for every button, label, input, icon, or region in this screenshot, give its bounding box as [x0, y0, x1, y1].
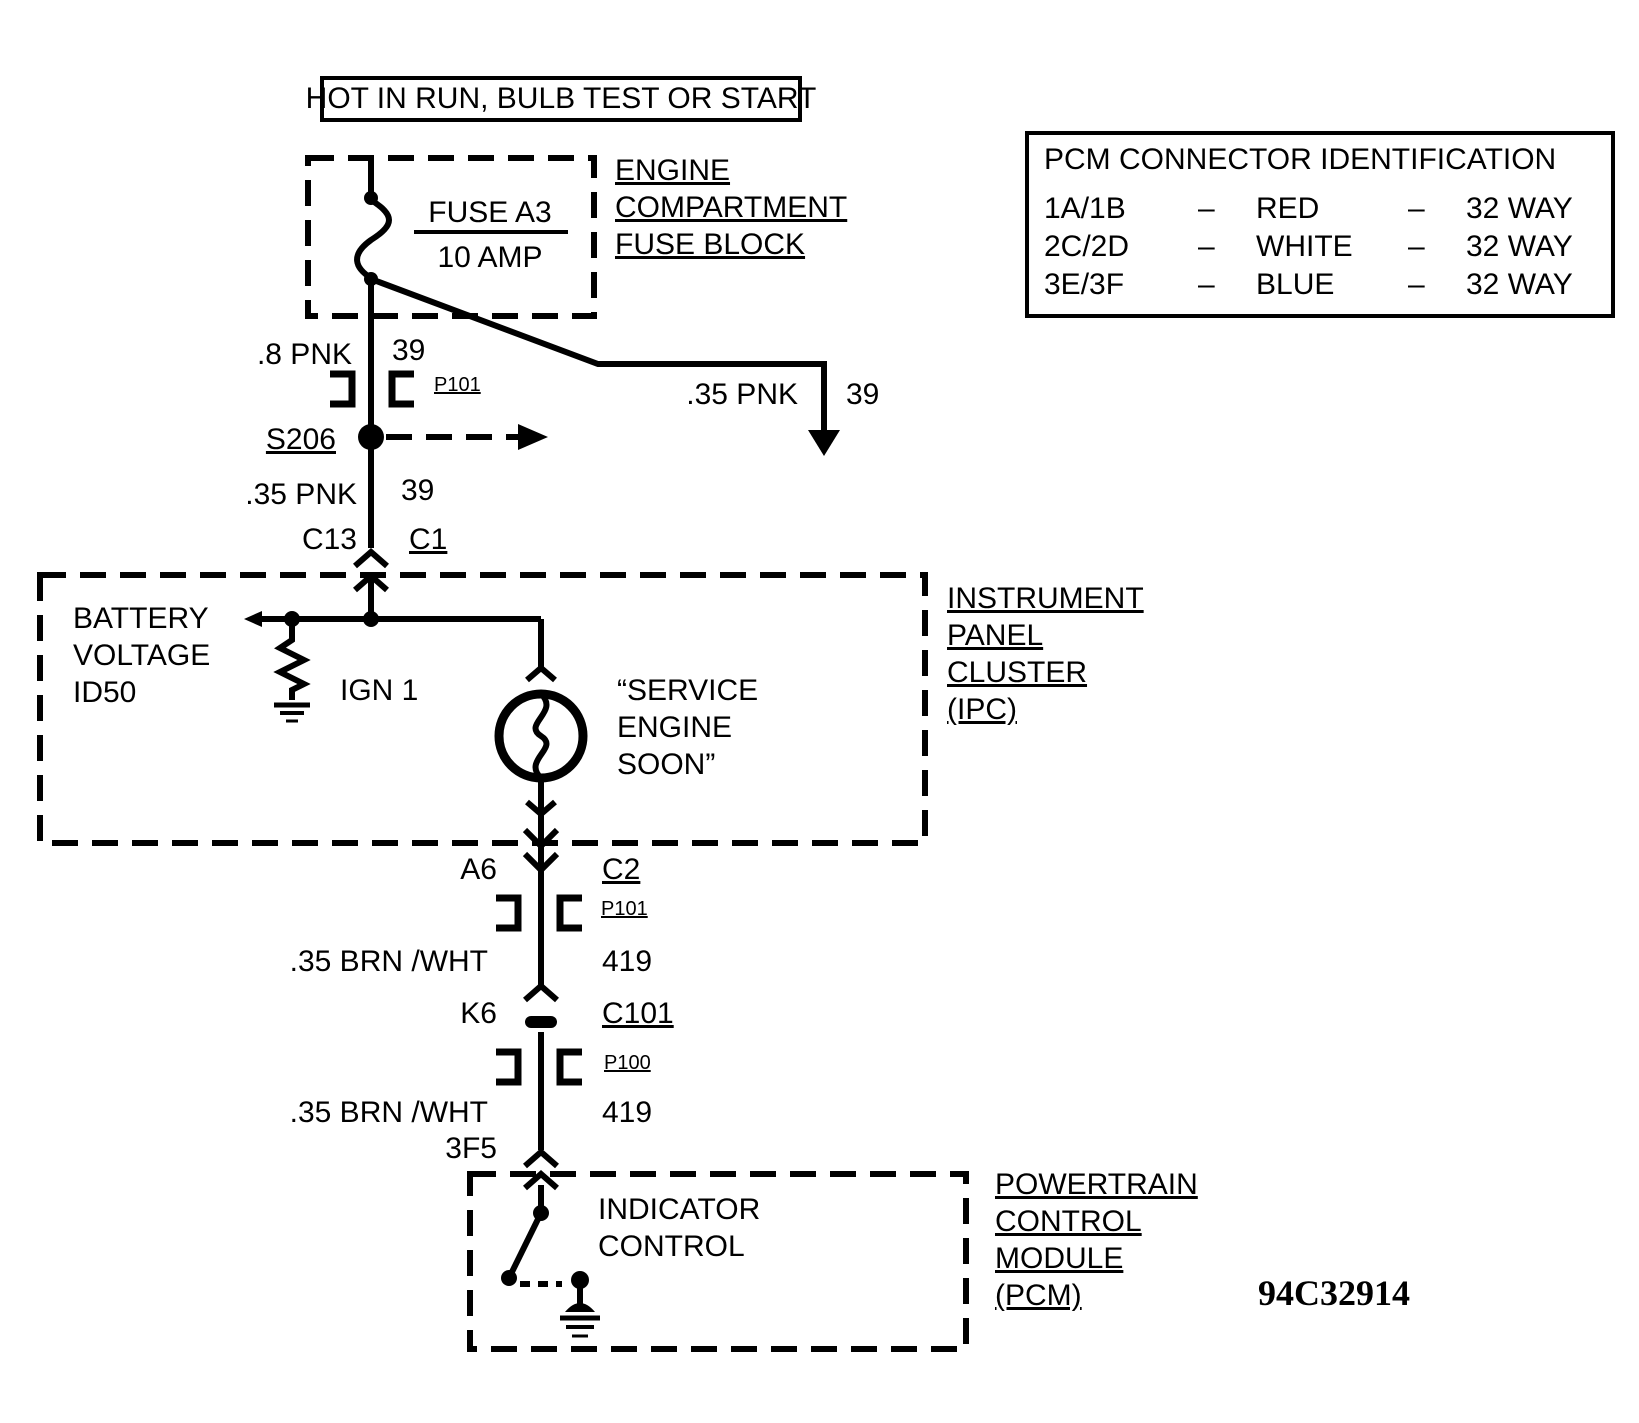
svg-text:–: – [1198, 268, 1215, 301]
wire-circuit-label: 39 [401, 474, 434, 507]
wire-circuit-label: 419 [602, 945, 652, 978]
fuse-element-icon [354, 197, 392, 281]
ipc-title-3: CLUSTER [947, 656, 1087, 689]
pcm-title-4: (PCM) [995, 1279, 1082, 1312]
svg-text:BLUE: BLUE [1256, 268, 1334, 301]
svg-text:1A/1B: 1A/1B [1044, 192, 1126, 225]
pcm-boundary [467, 1171, 969, 1352]
svg-text:–: – [1408, 268, 1425, 301]
fuse-block-boundary [305, 155, 597, 319]
svg-text:32 WAY: 32 WAY [1466, 268, 1573, 301]
resistor-icon [273, 619, 311, 700]
diagram-code: 94C32914 [1258, 1273, 1410, 1313]
svg-text:32 WAY: 32 WAY [1466, 230, 1573, 263]
table-row: 2C/2D – WHITE – 32 WAY [1044, 230, 1573, 263]
header-note-box [320, 76, 802, 122]
table-row: 3E/3F – BLUE – 32 WAY [1044, 268, 1573, 301]
wire-39-branch [369, 276, 827, 440]
wire-gauge-label: .35 BRN /WHT [290, 1096, 488, 1129]
wire-gauge-label: .35 BRN /WHT [290, 945, 488, 978]
splice-arrow-icon [518, 424, 548, 450]
connector-c101-label: C101 [602, 997, 674, 1030]
pcm-connector-table-title: PCM CONNECTOR IDENTIFICATION [1044, 143, 1556, 176]
pin-3f5-label: 3F5 [445, 1132, 497, 1165]
pin-a6-label: A6 [460, 853, 497, 886]
pcm-title-2: CONTROL [995, 1205, 1142, 1238]
wire-gauge-label: .35 PNK [686, 378, 798, 411]
branch-arrow-icon [808, 430, 840, 456]
lamp-label-1: “SERVICE [617, 674, 758, 707]
ign-label: IGN 1 [340, 674, 418, 707]
indicator-control-1: INDICATOR [598, 1193, 760, 1226]
pcm-title-1: POWERTRAIN [995, 1168, 1198, 1201]
passthrough-bracket-right [388, 370, 414, 408]
ground-icon [560, 1315, 600, 1338]
passthrough-bracket-left [330, 370, 356, 408]
battery-voltage-3: ID50 [73, 676, 136, 709]
passthrough-bracket-left [496, 1048, 522, 1086]
connector-c1-icon [353, 548, 389, 569]
connector-c101-icon [523, 982, 559, 1003]
pcm-connector-table-box [1025, 131, 1615, 318]
ipc-title-4: (IPC) [947, 693, 1017, 726]
svg-text:2C/2D: 2C/2D [1044, 230, 1129, 263]
connector-c2-label: C2 [602, 853, 640, 886]
pin-c13-label: C13 [302, 523, 357, 556]
ground-icon [274, 702, 310, 723]
fuse-rating: 10 AMP [437, 241, 542, 274]
table-row: 1A/1B – RED – 32 WAY [1044, 192, 1573, 225]
fuse-name: FUSE A3 [428, 196, 551, 229]
connector-c1-label: C1 [409, 523, 447, 556]
lamp-label-2: ENGINE [617, 711, 732, 744]
wire-circuit-label: 39 [846, 378, 879, 411]
wire-gauge-label: .35 PNK [245, 478, 357, 511]
svg-text:–: – [1408, 192, 1425, 225]
svg-text:–: – [1198, 192, 1215, 225]
svg-text:RED: RED [1256, 192, 1319, 225]
battery-arrow-icon [244, 611, 262, 627]
battery-voltage-1: BATTERY [73, 602, 209, 635]
ipc-title-1: INSTRUMENT [947, 582, 1144, 615]
pcm-title-3: MODULE [995, 1242, 1123, 1275]
battery-voltage-2: VOLTAGE [73, 639, 210, 672]
indicator-control-2: CONTROL [598, 1230, 745, 1263]
header-note: HOT IN RUN, BULB TEST OR START [306, 82, 817, 115]
connector-c2-icon [522, 827, 560, 851]
lamp-label-3: SOON” [617, 748, 715, 781]
ipc-boundary [37, 572, 928, 846]
svg-text:–: – [1408, 230, 1425, 263]
p101-label-top: P101 [434, 374, 481, 396]
passthrough-bracket-right [556, 894, 582, 932]
fuse-block-title-2: COMPARTMENT [615, 191, 847, 224]
fuse-block-title-1: ENGINE [615, 154, 730, 187]
svg-text:WHITE: WHITE [1256, 230, 1353, 263]
switch-icon [507, 1211, 544, 1278]
wire-gauge-label: .8 PNK [257, 338, 352, 371]
passthrough-bracket-left [496, 894, 522, 932]
svg-text:–: – [1198, 230, 1215, 263]
p101-label-mid: P101 [601, 898, 648, 920]
splice-label: S206 [266, 423, 336, 456]
wire-circuit-label: 419 [602, 1096, 652, 1129]
wire-circuit-label: 39 [392, 334, 425, 367]
fuse-block-title-3: FUSE BLOCK [615, 228, 805, 261]
ipc-title-2: PANEL [947, 619, 1043, 652]
passthrough-bracket-right [556, 1048, 582, 1086]
connector-3f5-icon [523, 1148, 559, 1169]
p100-label: P100 [604, 1052, 651, 1074]
svg-text:3E/3F: 3E/3F [1044, 268, 1124, 301]
pin-k6-label: K6 [460, 997, 497, 1030]
svg-text:32 WAY: 32 WAY [1466, 192, 1573, 225]
